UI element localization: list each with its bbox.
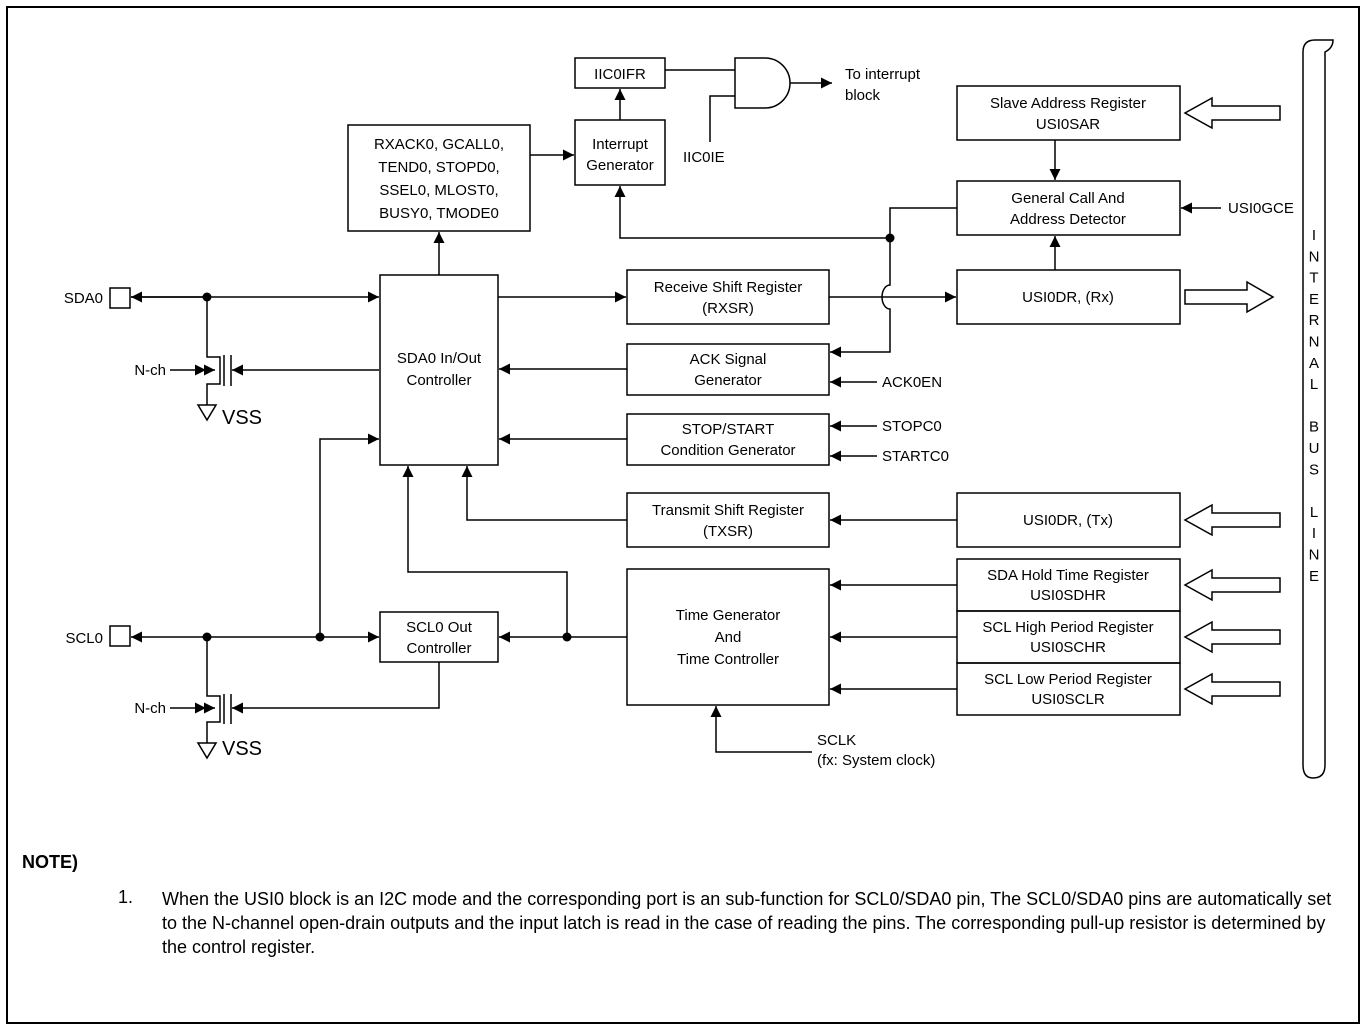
junction-dot	[885, 233, 895, 243]
status-flags-line: SSEL0, MLOST0,	[379, 182, 498, 199]
stopc0-label: STOPC0	[882, 418, 942, 435]
bus-letter: N	[1309, 248, 1320, 265]
gca-label: General Call And	[1011, 190, 1124, 207]
sda0-pin	[109, 287, 131, 309]
bus-letter: N	[1309, 334, 1320, 351]
ack-gen-label: ACK Signal	[690, 351, 767, 368]
ack0en-label: ACK0EN	[882, 374, 942, 391]
usi0gce-label: USI0GCE	[1228, 200, 1294, 217]
bus-letter: S	[1309, 461, 1319, 478]
iic0ie-label: IIC0IE	[683, 149, 725, 166]
stop-start-label: STOP/START	[682, 421, 775, 438]
bus-arrow-sclr	[1183, 672, 1281, 706]
usi0dr-rx-box	[956, 269, 1181, 325]
bus-letter: E	[1309, 568, 1319, 585]
sclk-label: SCLK	[817, 732, 856, 749]
note-title: NOTE)	[22, 852, 78, 872]
to-interrupt-label: To interrupt	[845, 66, 921, 83]
bus-letter: E	[1309, 291, 1319, 308]
bus-letter: N	[1309, 547, 1320, 564]
time-gen-label: Time Controller	[677, 651, 779, 668]
sdhr-label: SDA Hold Time Register	[987, 567, 1149, 584]
figure-frame	[6, 6, 1360, 1024]
sdhr-label: USI0SDHR	[1030, 587, 1106, 604]
slave-addr-label: USI0SAR	[1036, 116, 1100, 133]
vss-bottom-label: VSS	[222, 738, 262, 760]
bus-letter: A	[1309, 355, 1319, 372]
vss-top-label: VSS	[222, 407, 262, 429]
bus-letter: U	[1309, 440, 1320, 457]
gca-label: Address Detector	[1010, 211, 1126, 228]
iic0ifr-box	[574, 57, 666, 89]
rxsr-label: Receive Shift Register	[654, 279, 802, 296]
junction-dot	[202, 632, 212, 642]
and-gate	[734, 57, 791, 109]
time-gen-label: Time Generator	[676, 607, 780, 624]
status-flags-line: TEND0, STOPD0,	[378, 159, 499, 176]
startc0-label: STARTC0	[882, 448, 949, 465]
bus-letter: L	[1310, 376, 1318, 393]
bus-letter: B	[1309, 419, 1319, 436]
rxsr-label: (RXSR)	[702, 300, 754, 317]
nch-bottom-label: N-ch	[134, 700, 166, 717]
slave-address-register-box	[956, 85, 1181, 141]
sda0-label: SDA0	[64, 290, 103, 307]
to-interrupt-label: block	[845, 87, 881, 104]
note-number: 1.	[118, 887, 134, 907]
stop-start-label: Condition Generator	[660, 442, 795, 459]
slave-addr-label: Slave Address Register	[990, 95, 1146, 112]
bus-arrow-tx	[1183, 503, 1281, 537]
bus-arrow-sar	[1183, 96, 1281, 130]
ack-gen-label: Generator	[694, 372, 762, 389]
junction-dot	[202, 292, 212, 302]
bus-letter: I	[1312, 227, 1316, 244]
junction-dot	[562, 632, 572, 642]
sclr-label: USI0SCLR	[1031, 691, 1105, 708]
status-flags-box	[347, 124, 531, 232]
bus-letter: I	[1312, 525, 1316, 542]
scl0-label: SCL0	[65, 630, 103, 647]
interrupt-gen-label: Generator	[586, 157, 654, 174]
iic0ifr-label: IIC0IFR	[594, 66, 646, 83]
sda-controller-box	[379, 274, 499, 466]
sclr-label: SCL Low Period Register	[984, 671, 1152, 688]
sda-ctrl-label: Controller	[406, 372, 471, 389]
usi0dr-rx-label: USI0DR, (Rx)	[1022, 289, 1114, 306]
status-flags-line: RXACK0, GCALL0,	[374, 136, 504, 153]
sclk-label: (fx: System clock)	[817, 752, 935, 769]
status-flags-line: BUSY0, TMODE0	[379, 205, 499, 222]
interrupt-gen-label: Interrupt	[592, 136, 649, 153]
txsr-label: (TXSR)	[703, 523, 753, 540]
schr-label: SCL High Period Register	[982, 619, 1153, 636]
txsr-label: Transmit Shift Register	[652, 502, 804, 519]
junction-dot	[315, 632, 325, 642]
bus-arrow-schr	[1183, 620, 1281, 654]
bus-letter: R	[1309, 312, 1320, 329]
scl-ctrl-label: SCL0 Out	[406, 619, 473, 636]
bus-letter: T	[1309, 270, 1318, 287]
bus-arrow-rx	[1184, 280, 1275, 314]
schr-label: USI0SCHR	[1030, 639, 1106, 656]
internal-bus-line	[1302, 39, 1334, 779]
nch-top-label: N-ch	[134, 362, 166, 379]
bus-arrow-sdhr	[1183, 568, 1281, 602]
sda-ctrl-label: SDA0 In/Out	[397, 350, 482, 367]
scl-ctrl-label: Controller	[406, 640, 471, 657]
usi0dr-tx-label: USI0DR, (Tx)	[1023, 512, 1113, 529]
bus-letter: L	[1310, 504, 1318, 521]
note-text: When the USI0 block is an I2C mode and t…	[162, 889, 1332, 957]
time-gen-label: And	[715, 629, 742, 646]
scl0-pin	[109, 625, 131, 647]
